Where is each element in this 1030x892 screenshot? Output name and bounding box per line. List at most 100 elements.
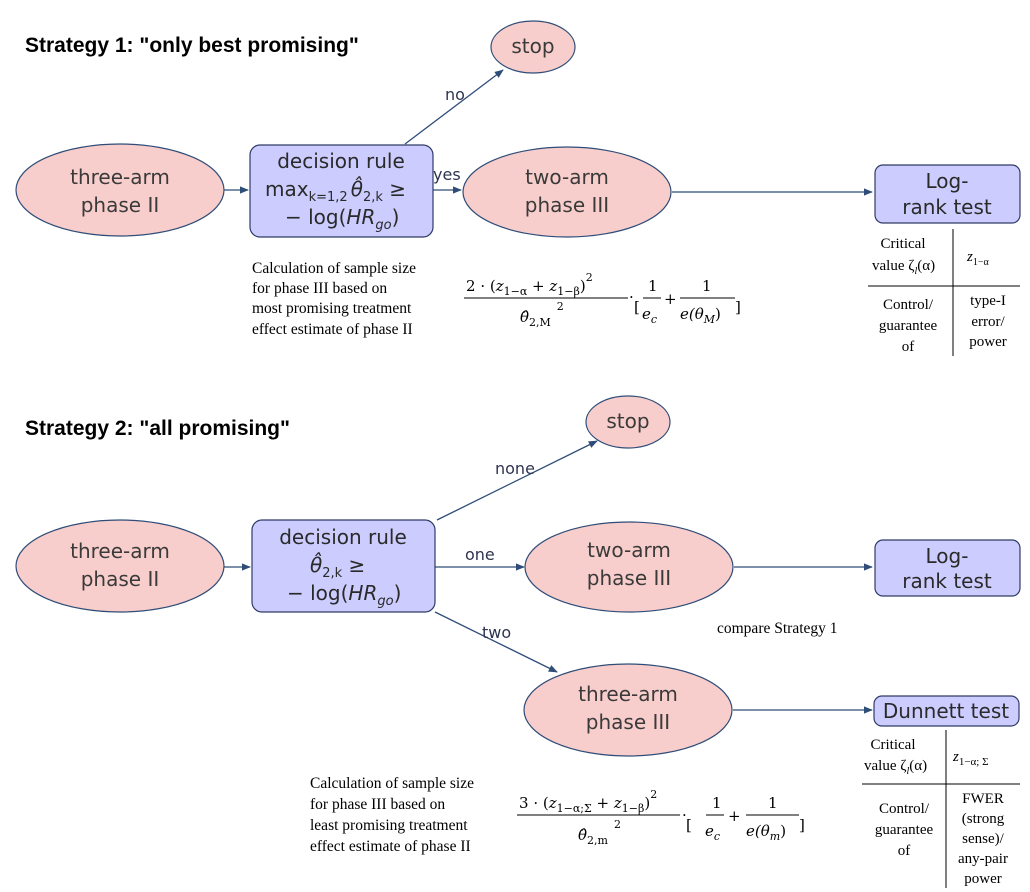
s2-formula: 3 · (z1−α;Σ + z1−β)2 θ̂2,m2 · [ 1 ec + 1… [517, 788, 805, 847]
s2-formula-one-a: 1 [712, 794, 722, 812]
s2-table-r1c1-line1: Critical [871, 737, 916, 753]
s2-decision-title: decision rule [279, 525, 407, 549]
s2-table-r2c2-line3: sense)/ [962, 831, 1004, 847]
s2-formula-dot: · [682, 806, 687, 824]
edge-label-no: no [445, 85, 465, 104]
s1-table-r2c2-line1: type-I [970, 293, 1006, 309]
s2-threearm-line1: three-arm [578, 682, 678, 706]
s1-formula-one-b: 1 [702, 277, 712, 295]
s2-formula-etheta: e(θm) [746, 822, 786, 843]
s1-decision-title: decision rule [277, 149, 405, 173]
s2-threearm-node: three-arm phase III [523, 663, 733, 757]
s2-table: Critical value ζl(α) z1−α; Σ Control/ gu… [862, 730, 1020, 888]
s1-test-node: Log- rank test [874, 164, 1021, 224]
s2-table-r1c2: z1−α; Σ [952, 749, 989, 768]
edge-label-two: two [482, 623, 511, 642]
s2-logrank-line2: rank test [902, 569, 992, 593]
s2-table-r2c2-line4: any-pair [958, 851, 1008, 867]
s1-stop-label: stop [511, 34, 554, 58]
s2-table-r2c2-line5: power [964, 871, 1002, 887]
s2-formula-ec: ec [705, 822, 720, 843]
s1-table: Critical value ζl(α) z1−α Control/ guara… [868, 229, 1020, 356]
s2-decision-line2: θ̂2,k ≥ [310, 552, 365, 581]
s2-table-r2c1-line2: guarantee [875, 822, 934, 838]
s1-phase2-node: three-arm phase II [15, 143, 225, 237]
s2-note-line2: for phase III based on [310, 796, 445, 813]
s2-dunnett-label: Dunnett test [883, 699, 1009, 723]
s1-formula: 2 · (z1−α + z1−β)2 θ̂2,M2 · [ 1 ec + 1 e… [464, 271, 741, 329]
s1-test-line1: Log- [926, 169, 969, 193]
s2-threearm-line2: phase III [586, 710, 670, 734]
s2-dunnett-node: Dunnett test [873, 695, 1020, 727]
s2-table-r2c1-line3: of [898, 843, 911, 859]
s2-formula-lbracket: [ [686, 816, 692, 834]
s1-table-r2c1-line2: guarantee [879, 318, 938, 334]
edge-s1-decision-stop [404, 69, 504, 145]
s2-note-line4: effect estimate of phase II [310, 838, 471, 855]
s2-formula-numerator: 3 · (z1−α;Σ + z1−β)2 [519, 788, 657, 815]
s2-phase2-line1: three-arm [70, 539, 170, 563]
s1-note-line1: Calculation of sample size [252, 260, 416, 277]
s1-note-line2: for phase III based on [252, 280, 387, 297]
s1-table-r2c1-line3: of [902, 339, 915, 355]
edge-s2-decision-threearm [434, 611, 558, 673]
s1-test-line2: rank test [902, 195, 992, 219]
edge-label-yes: yes [433, 165, 461, 184]
s2-table-r2c2-line2: (strong [962, 811, 1005, 827]
s2-twoarm-line1: two-arm [587, 538, 671, 562]
s2-logrank-line1: Log- [926, 544, 969, 568]
s2-phase2-line2: phase II [81, 567, 160, 591]
s1-phase2-line2: phase II [81, 193, 160, 217]
edge-label-none: none [495, 459, 535, 478]
s1-note: Calculation of sample size for phase III… [252, 260, 416, 338]
s1-formula-rbracket: ] [735, 298, 741, 316]
s2-table-r2c2-line1: FWER [962, 791, 1004, 807]
s1-note-line4: effect estimate of phase II [252, 321, 413, 338]
s1-formula-plus: + [664, 290, 677, 308]
s2-formula-rbracket: ] [799, 816, 805, 834]
strategy2-heading: Strategy 2: "all promising" [25, 417, 290, 440]
s1-phase3-line1: two-arm [525, 165, 609, 189]
s2-twoarm-node: two-arm phase III [524, 521, 734, 613]
s1-formula-numerator: 2 · (z1−α + z1−β)2 [466, 271, 593, 298]
s2-stop-node: stop [585, 395, 671, 449]
s2-table-r1c1-line2: value ζl(α) [864, 758, 927, 777]
s1-note-line3: most promising treatment [252, 300, 412, 317]
s1-table-r2c2-line3: power [969, 334, 1007, 350]
s1-formula-etheta: e(θM) [680, 305, 721, 326]
s2-note-line3: least promising treatment [310, 817, 468, 834]
s2-twoarm-line2: phase III [587, 566, 671, 590]
s1-decision-line3: − log(HRgo) [285, 205, 399, 233]
s2-decision-node: decision rule θ̂2,k ≥ − log(HRgo) [251, 519, 436, 613]
s1-table-r1c1-line1: Critical [881, 236, 926, 252]
strategy1-heading: Strategy 1: "only best promising" [25, 34, 359, 57]
s1-phase3-line2: phase III [525, 193, 609, 217]
s1-formula-one-a: 1 [648, 277, 658, 295]
edge-label-one: one [465, 545, 495, 564]
s1-table-r1c2: z1−α [966, 249, 989, 268]
s1-formula-ec: ec [642, 305, 657, 326]
s2-stop-label: stop [606, 409, 649, 433]
s2-note-line1: Calculation of sample size [310, 775, 474, 792]
s2-formula-plus: + [728, 807, 741, 825]
edge-s2-decision-stop [436, 440, 598, 521]
s1-table-r2c1-line1: Control/ [883, 297, 934, 313]
s2-table-r2c1-line1: Control/ [879, 801, 930, 817]
s2-note: Calculation of sample size for phase III… [310, 775, 474, 855]
s1-formula-dot: · [629, 288, 634, 306]
s1-formula-denominator: θ̂2,M2 [520, 300, 564, 329]
s1-table-r1c1-line2: value ζl(α) [872, 258, 935, 277]
s1-table-r2c2-line2: error/ [971, 314, 1005, 330]
s2-phase2-node: three-arm phase II [15, 519, 225, 613]
s1-phase3-node: two-arm phase III [462, 146, 672, 238]
s2-logrank-node: Log- rank test [874, 539, 1021, 597]
s1-formula-lbracket: [ [634, 298, 640, 316]
s2-compare-note: compare Strategy 1 [717, 620, 838, 637]
s2-decision-line3: − log(HRgo) [287, 581, 401, 609]
s2-formula-denominator: θ̂2,m2 [578, 818, 621, 847]
s1-stop-node: stop [490, 20, 576, 74]
s1-phase2-line1: three-arm [70, 165, 170, 189]
